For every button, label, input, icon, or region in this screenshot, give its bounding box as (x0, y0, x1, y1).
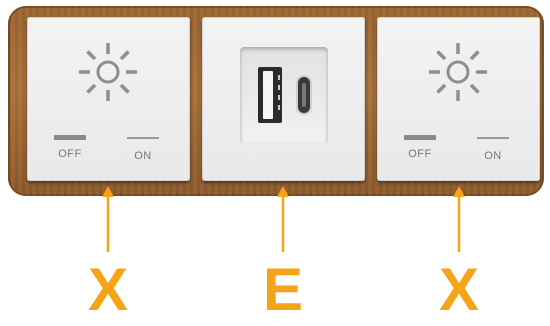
usb-c-port[interactable] (298, 77, 310, 113)
callout-letter-left: X (87, 256, 129, 323)
sun-icon (79, 43, 137, 101)
usb-a-port[interactable] (258, 67, 282, 123)
on-position[interactable]: ON (473, 135, 513, 165)
arrow-up-icon (102, 186, 114, 252)
arrow-up-icon (453, 186, 465, 252)
on-indicator-bar (477, 137, 509, 139)
off-indicator-bar (404, 135, 436, 140)
usb-recess (240, 47, 328, 144)
callout-letter-right: X (438, 256, 480, 323)
arrow-up-icon (277, 186, 289, 252)
usb-charger-module (202, 17, 365, 181)
sun-icon (429, 43, 487, 101)
on-indicator-bar (127, 137, 159, 139)
light-switch-left[interactable]: OFF ON (27, 17, 190, 181)
off-position[interactable]: OFF (50, 135, 90, 165)
on-position[interactable]: ON (123, 135, 163, 165)
off-label: OFF (58, 148, 82, 160)
light-switch-right[interactable]: OFF ON (377, 17, 540, 181)
off-position[interactable]: OFF (400, 135, 440, 165)
on-label: ON (134, 150, 152, 162)
usb-c-tongue (302, 83, 306, 107)
off-label: OFF (408, 148, 432, 160)
off-indicator-bar (54, 135, 86, 140)
on-label: ON (484, 150, 502, 162)
callout-letter-middle: E (262, 256, 304, 323)
usb-a-contacts (278, 75, 280, 115)
usb-a-tongue (263, 71, 273, 119)
